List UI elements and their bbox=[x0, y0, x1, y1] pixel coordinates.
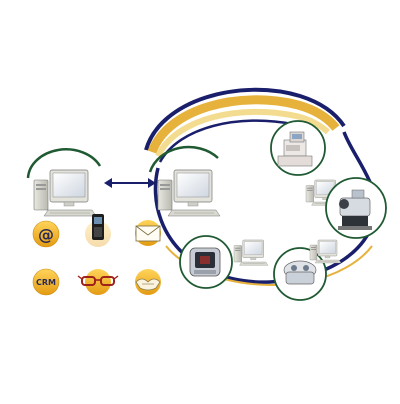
eye-examination-device-icon bbox=[338, 189, 372, 230]
left-workstation-group bbox=[26, 148, 102, 217]
email-at-badge: @ bbox=[32, 220, 60, 248]
hub-workstation-group bbox=[148, 145, 221, 217]
eyeglasses-badge bbox=[77, 269, 119, 295]
email-at-icon: @ bbox=[38, 225, 54, 244]
mobile-phone-icon bbox=[85, 214, 111, 247]
bidirectional-arrow-icon bbox=[104, 178, 156, 188]
cash-register-node bbox=[270, 120, 326, 176]
crm-badge: CRM bbox=[32, 268, 60, 296]
cloud-computer-lower-right-icon bbox=[309, 239, 342, 264]
lens-meter-node bbox=[273, 247, 327, 301]
cloud-workstation-lower-right bbox=[309, 239, 342, 264]
envelope-badge bbox=[135, 220, 161, 246]
eyeglasses-icon bbox=[77, 275, 119, 286]
cloud-workstation-bottom bbox=[233, 239, 269, 266]
cloud-swoosh-pale bbox=[155, 108, 330, 158]
envelope-icon bbox=[135, 225, 161, 242]
left-computer-icon bbox=[33, 169, 97, 217]
cloud-swoosh-navy-outer bbox=[144, 87, 346, 151]
lens-meter-device-icon bbox=[283, 260, 317, 285]
eye-examination-node bbox=[325, 177, 387, 239]
hub-computer-icon bbox=[157, 169, 221, 217]
handheld-scanner-device-icon bbox=[189, 247, 221, 277]
left-green-arc bbox=[26, 148, 102, 179]
handshake-badge bbox=[135, 269, 161, 295]
cloud-computer-bottom-icon bbox=[233, 239, 269, 266]
cloud-swoosh-gold bbox=[147, 95, 340, 154]
handshake-icon bbox=[135, 278, 161, 291]
crm-icon: CRM bbox=[36, 278, 56, 287]
hub-green-arc bbox=[148, 145, 219, 173]
cash-register-icon bbox=[277, 131, 313, 167]
handheld-scanner-node bbox=[179, 235, 233, 289]
